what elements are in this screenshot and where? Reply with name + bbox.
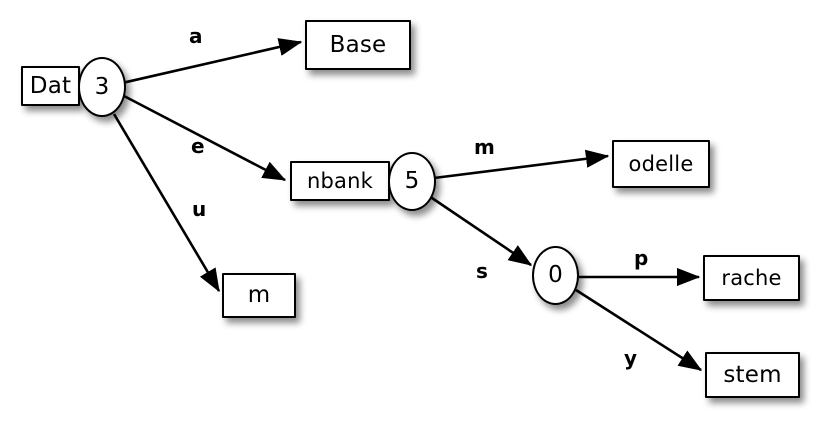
node-label-base: Base <box>329 31 387 58</box>
edge-label-y-n0-to-stem: y <box>624 346 638 370</box>
edge-a-n3-to-base <box>121 38 303 85</box>
node-n3[interactable]: 3 <box>78 57 126 117</box>
edge-label-p-n0-to-rache: p <box>634 246 649 270</box>
node-m[interactable]: m <box>222 273 296 318</box>
node-label-dat: Dat <box>29 72 72 99</box>
edge-label-s-n5-to-n0: s <box>476 259 488 283</box>
node-dat[interactable]: Dat <box>21 66 80 106</box>
node-nbank[interactable]: nbank <box>290 161 390 201</box>
edge-s-n5-to-n0 <box>428 194 533 267</box>
edge-label-u-n3-to-m: u <box>192 197 207 221</box>
node-label-n5: 5 <box>404 168 420 194</box>
node-rache[interactable]: rache <box>703 255 800 301</box>
edge-m-n5-to-odelle <box>433 149 610 180</box>
node-base[interactable]: Base <box>305 20 411 70</box>
node-label-m: m <box>247 282 271 308</box>
node-label-nbank: nbank <box>307 168 373 193</box>
edge-lines <box>112 38 703 372</box>
node-odelle[interactable]: odelle <box>612 140 710 188</box>
node-label-n3: 3 <box>94 73 110 100</box>
node-label-stem: stem <box>723 361 782 388</box>
edge-y-n0-to-stem <box>575 288 703 372</box>
node-n5[interactable]: 5 <box>388 152 436 211</box>
node-n0[interactable]: 0 <box>532 246 579 305</box>
node-label-rache: rache <box>721 265 782 290</box>
node-label-n0: 0 <box>548 262 563 288</box>
edge-label-a-n3-to-base: a <box>189 24 203 48</box>
node-stem[interactable]: stem <box>705 352 800 398</box>
edge-u-n3-to-m <box>112 113 221 293</box>
edge-e-n3-to-nbank <box>123 94 287 182</box>
node-label-odelle: odelle <box>628 151 694 176</box>
edge-label-m-n5-to-odelle: m <box>474 135 495 159</box>
edge-label-e-n3-to-nbank: e <box>191 134 205 158</box>
